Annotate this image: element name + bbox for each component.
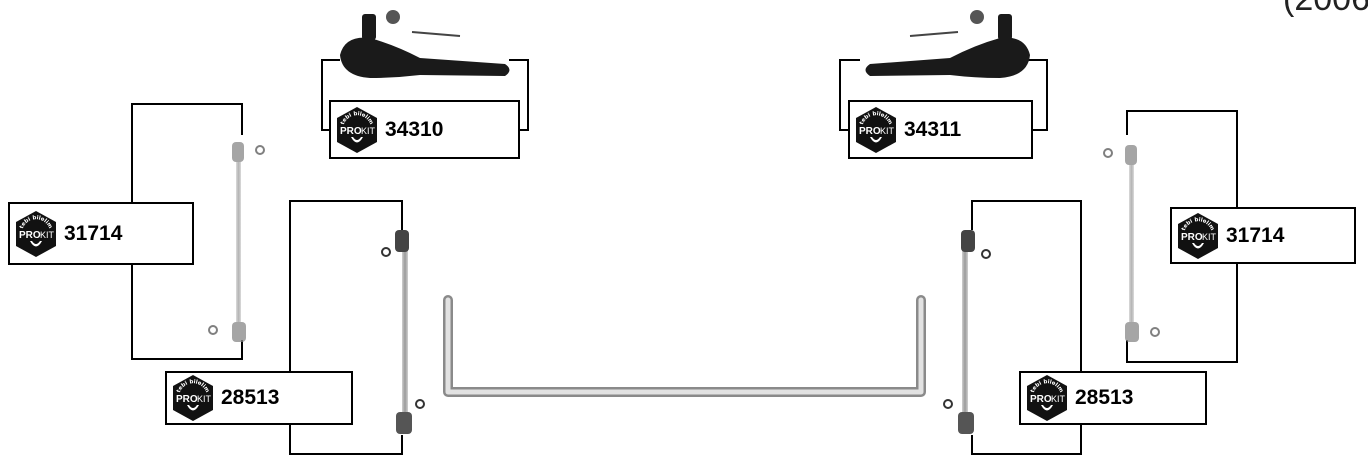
stabilizer-link-rear-right: [1104, 145, 1159, 342]
svg-text:KIT: KIT: [880, 126, 895, 136]
stabilizer-bar: [448, 300, 921, 392]
svg-text:KIT: KIT: [1202, 232, 1217, 242]
part-number: 28513: [221, 386, 279, 410]
svg-text:PRO: PRO: [1181, 232, 1203, 243]
tie-rod-end-left: [340, 10, 510, 78]
svg-text:PRO: PRO: [19, 230, 41, 241]
svg-text:PRO: PRO: [340, 126, 362, 137]
svg-text:KIT: KIT: [1051, 394, 1066, 404]
stabilizer-link-front-left: [382, 230, 424, 434]
stabilizer-link-rear-left: [209, 142, 264, 342]
part-number: 28513: [1075, 386, 1133, 410]
svg-text:KIT: KIT: [361, 126, 376, 136]
corner-text: (2006: [1283, 0, 1368, 19]
svg-text:PRO: PRO: [859, 126, 881, 137]
svg-text:KIT: KIT: [197, 394, 212, 404]
stabilizer-link-front-right: [944, 230, 990, 434]
svg-text:PRO: PRO: [176, 394, 198, 405]
part-number: 31714: [64, 222, 122, 246]
part-number: 34310: [385, 118, 443, 142]
svg-text:KIT: KIT: [40, 230, 55, 240]
tie-rod-end-right: [866, 10, 1031, 78]
part-number: 34311: [904, 118, 961, 142]
svg-text:PRO: PRO: [1030, 394, 1052, 405]
part-number: 31714: [1226, 224, 1284, 248]
